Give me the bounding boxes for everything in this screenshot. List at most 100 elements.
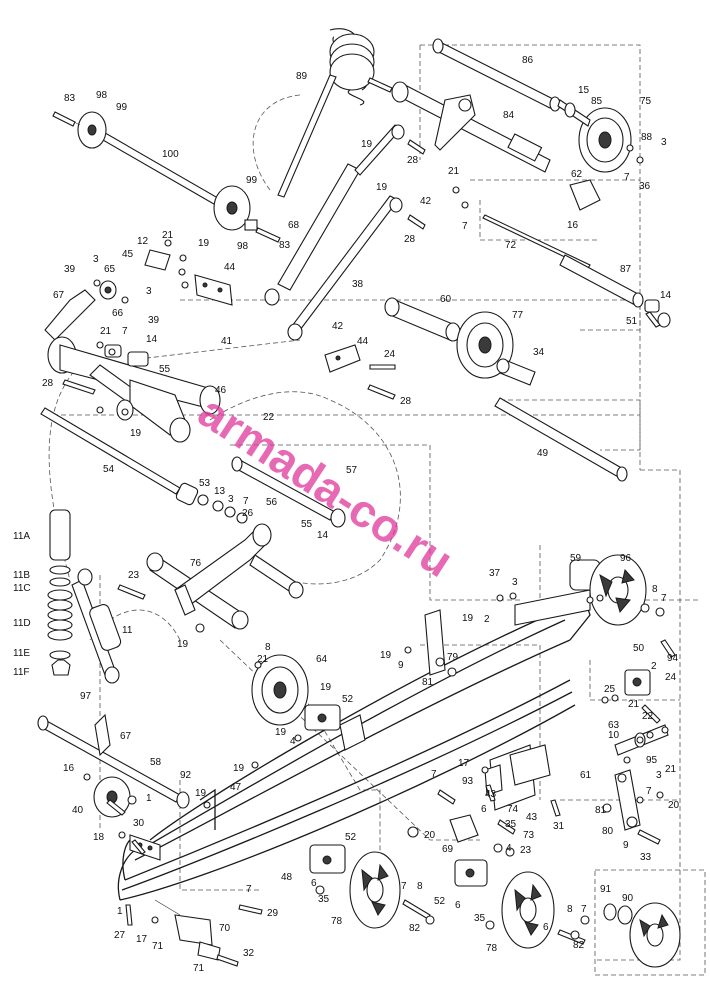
part-label: 73 [523, 830, 535, 841]
part-label: 12 [137, 236, 149, 247]
part-label: 4 [290, 736, 296, 747]
part-label: 53 [199, 478, 211, 489]
part-label: 28 [42, 378, 54, 389]
part-label: 7 [243, 496, 249, 507]
part-number-labels: 83 98 99 100 99 98 83 89 86 15 85 75 84 … [13, 55, 680, 974]
part-label: 96 [620, 553, 632, 564]
part-label: 7 [246, 884, 252, 895]
part-label: 36 [639, 181, 651, 192]
shaft-100 [59, 111, 258, 231]
part-label: 97 [80, 691, 92, 702]
part-label: 88 [641, 132, 653, 143]
part-label: 59 [570, 553, 582, 564]
part-label: 57 [346, 465, 358, 476]
slide-rail-47 [134, 589, 591, 861]
part-label: 19 [195, 788, 207, 799]
part-label: 99 [246, 175, 258, 186]
part-label: 8 [567, 904, 573, 915]
part-label: 7 [661, 593, 667, 604]
part-label: 34 [533, 347, 545, 358]
part-label: 24 [384, 349, 396, 360]
part-label: 11B [13, 570, 30, 581]
part-label: 19 [380, 650, 392, 661]
part-label: 56 [266, 497, 278, 508]
part-label: 8 [652, 584, 658, 595]
part-label: 28 [404, 234, 416, 245]
part-label: 80 [602, 826, 614, 837]
part-label: 11A [13, 531, 30, 542]
part-label: 55 [301, 519, 313, 530]
part-label: 38 [352, 279, 364, 290]
part-label: 44 [224, 262, 236, 273]
part-label: 3 [228, 494, 234, 505]
part-label: 14 [146, 334, 158, 345]
part-label: 83 [64, 93, 76, 104]
part-label: 19 [361, 139, 373, 150]
part-label: 17 [458, 758, 470, 769]
part-label: 89 [296, 71, 308, 82]
shaft-86 [432, 38, 561, 112]
part-label: 71 [152, 941, 164, 952]
part-label: 30 [133, 818, 145, 829]
part-label: 11C [13, 583, 31, 594]
part-label: 7 [581, 904, 587, 915]
part-label: 70 [219, 923, 231, 934]
part-label: 11 [122, 625, 133, 636]
part-label: 21 [628, 699, 640, 710]
part-label: 64 [316, 654, 328, 665]
part-label: 27 [114, 930, 126, 941]
part-label: 11D [13, 618, 31, 629]
part-label: 42 [420, 196, 432, 207]
part-label: 2 [484, 614, 490, 625]
idler-wheel-78-right [501, 871, 555, 949]
part-label: 52 [342, 694, 354, 705]
block-50 [624, 669, 651, 696]
part-label: 50 [633, 643, 645, 654]
part-label: 54 [103, 464, 115, 475]
part-label: 92 [180, 770, 192, 781]
part-label: 7 [431, 769, 437, 780]
part-label: 83 [279, 240, 291, 251]
part-label: 67 [53, 290, 65, 301]
part-label: 4 [506, 843, 512, 854]
part-label: 58 [150, 757, 162, 768]
part-label: 94 [667, 653, 679, 664]
part-label: 81 [422, 677, 434, 688]
bolts [52, 111, 676, 967]
part-label: 19 [376, 182, 388, 193]
part-label: 1 [117, 906, 123, 917]
part-label: 90 [622, 893, 634, 904]
part-label: 61 [580, 770, 592, 781]
part-label: 8 [265, 642, 271, 653]
part-label: 25 [604, 684, 616, 695]
part-label: 91 [600, 884, 612, 895]
part-label: 75 [640, 96, 652, 107]
bushing-69 [449, 814, 479, 843]
part-label: 82 [573, 940, 585, 951]
part-label: 98 [96, 90, 108, 101]
part-label: 60 [440, 294, 452, 305]
part-label: 46 [215, 385, 227, 396]
bushing-34 [496, 358, 536, 386]
part-label: 19 [233, 763, 245, 774]
part-label: 26 [242, 508, 254, 519]
link-rod-38 [287, 195, 403, 341]
bracket-44-upper [194, 274, 233, 306]
upper-arm-84 [391, 81, 601, 211]
spacer-60 [384, 297, 461, 342]
part-label: 28 [400, 396, 412, 407]
bracket-70-71 [154, 899, 221, 961]
part-label: 41 [221, 336, 233, 347]
part-label: 21 [162, 230, 174, 241]
part-label: 99 [116, 102, 128, 113]
part-label: 98 [237, 241, 249, 252]
part-label: 68 [288, 220, 300, 231]
part-label: 3 [656, 770, 662, 781]
part-label: 67 [120, 731, 132, 742]
shaft-87 [559, 254, 671, 328]
part-label: 52 [345, 832, 357, 843]
part-label: 93 [462, 776, 474, 787]
part-label: 10 [608, 730, 620, 741]
part-label: 49 [537, 448, 549, 459]
part-label: 7 [122, 326, 128, 337]
